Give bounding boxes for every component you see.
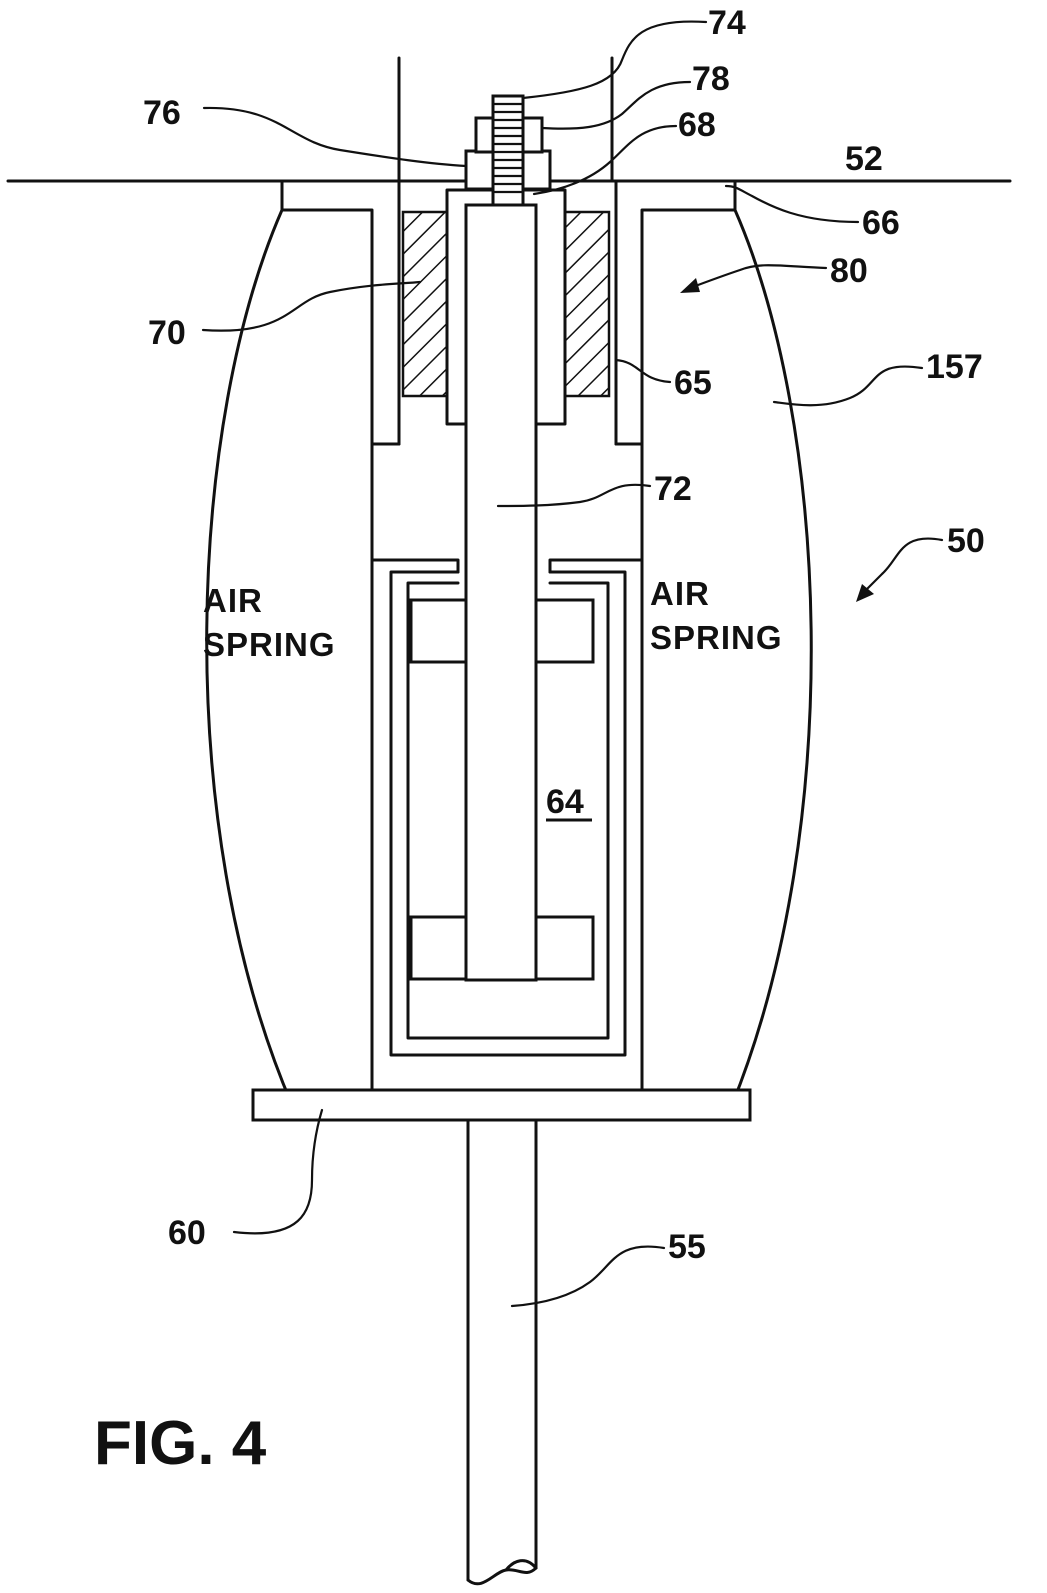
elastomer-block-right bbox=[563, 210, 611, 398]
leader-65 bbox=[614, 358, 672, 384]
ref-55: 55 bbox=[668, 1228, 706, 1266]
leader-50 bbox=[860, 537, 944, 596]
leader-157 bbox=[772, 365, 924, 407]
ref-50: 50 bbox=[947, 522, 985, 560]
leader-70 bbox=[201, 280, 422, 332]
leader-60 bbox=[232, 1108, 324, 1235]
lower-plate bbox=[251, 1088, 752, 1122]
shock-cylinder-outer bbox=[389, 570, 627, 1057]
ref-72: 72 bbox=[654, 470, 692, 508]
housing-label: 64 bbox=[546, 783, 584, 821]
leader-72 bbox=[496, 483, 652, 508]
arrowhead-50 bbox=[856, 584, 874, 602]
ref-78: 78 bbox=[692, 60, 730, 98]
leader-78 bbox=[540, 80, 692, 130]
ref-80: 80 bbox=[830, 252, 868, 290]
housing-shoulder-right bbox=[548, 558, 644, 574]
housing-shoulder-left bbox=[370, 558, 460, 574]
ref-65: 65 bbox=[674, 364, 712, 402]
left-air-spring-label-1: AIR bbox=[203, 582, 263, 619]
leader-55 bbox=[510, 1245, 666, 1308]
leader-76 bbox=[202, 106, 468, 168]
ref-76: 76 bbox=[143, 94, 181, 132]
arrowhead-80 bbox=[680, 278, 700, 293]
figure-title: FIG. 4 bbox=[94, 1409, 267, 1478]
leader-66 bbox=[724, 184, 860, 224]
bellows-left-wall bbox=[205, 179, 294, 1107]
ref-68: 68 bbox=[678, 106, 716, 144]
upper-retainer-left bbox=[280, 208, 401, 446]
ref-157: 157 bbox=[926, 348, 983, 386]
elastomer-block-left bbox=[401, 210, 449, 398]
ref-74: 74 bbox=[708, 4, 746, 42]
shaft-break-inner bbox=[504, 1559, 538, 1572]
ref-70: 70 bbox=[148, 314, 186, 352]
ref-60: 60 bbox=[168, 1214, 206, 1252]
right-air-spring-label-2: SPRING bbox=[650, 619, 783, 656]
leader-68 bbox=[532, 124, 678, 196]
ref-52: 52 bbox=[845, 140, 883, 178]
shaft-break bbox=[466, 1566, 538, 1586]
stud-threads bbox=[491, 102, 525, 194]
shock-cylinder-inner bbox=[406, 581, 610, 1040]
piston-rod bbox=[464, 203, 538, 982]
left-air-spring-label-2: SPRING bbox=[203, 626, 336, 663]
leader-74 bbox=[521, 20, 708, 100]
ref-66: 66 bbox=[862, 204, 900, 242]
bellows-right-wall bbox=[730, 179, 813, 1107]
upper-retainer-right bbox=[614, 208, 737, 446]
leader-80 bbox=[688, 264, 828, 290]
right-air-spring-label-1: AIR bbox=[650, 575, 710, 612]
